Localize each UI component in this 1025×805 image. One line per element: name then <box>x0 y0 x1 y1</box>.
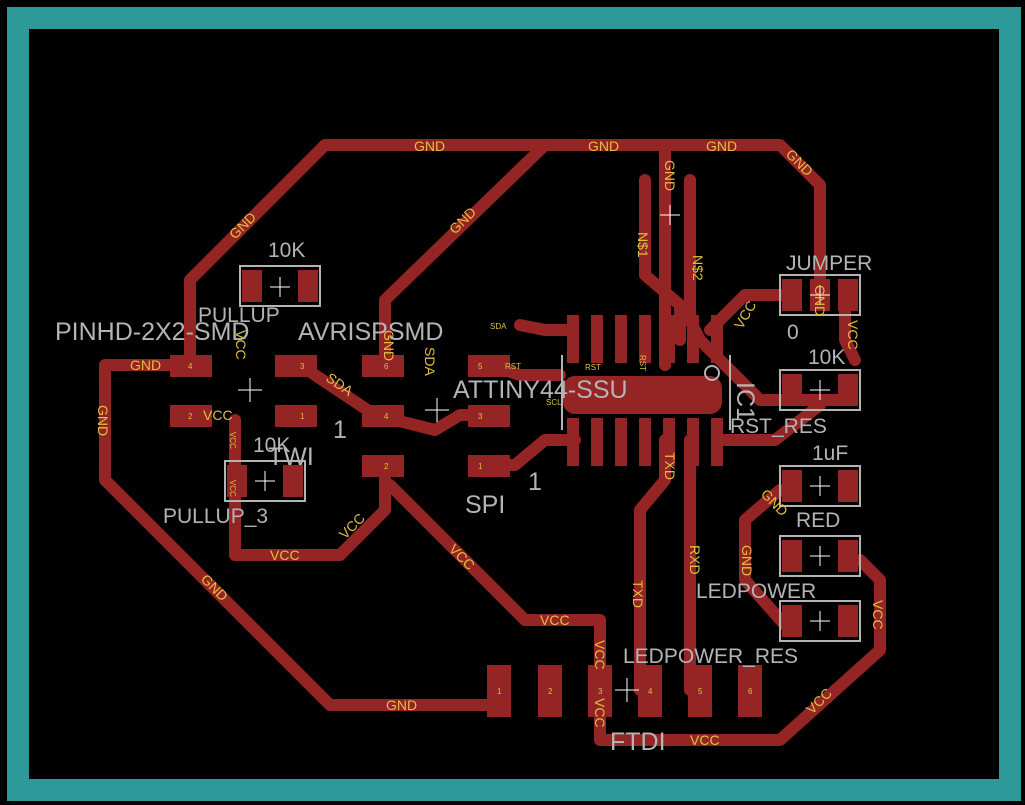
net-vcc: VCC <box>540 612 570 628</box>
part-outlines <box>224 265 861 642</box>
net-scl: SCL <box>546 398 562 407</box>
led-red-label: RED <box>796 509 840 532</box>
ledpower-res-label: LEDPOWER_RES <box>623 645 798 668</box>
res-value-label: 10K <box>808 346 845 369</box>
pin1-marker: 1 <box>333 416 347 444</box>
pad-numbers: 4 3 2 1 6 4 2 5 3 1 1 2 3 4 5 6 <box>188 362 753 696</box>
net-vcc: VCC <box>228 432 237 449</box>
net-vcc: VCC <box>592 698 608 728</box>
pad-num: 1 <box>300 412 305 421</box>
attiny-label: ATTINY44-SSU <box>453 376 628 404</box>
net-txd: TXD <box>630 580 646 608</box>
pad-num: 4 <box>384 412 389 421</box>
ftdi-label: FTDI <box>610 728 666 756</box>
pinhd-label: PINHD-2X2-SMD <box>55 318 249 346</box>
board-outline <box>7 7 1021 801</box>
pullup3-label: PULLUP_3 <box>163 505 268 528</box>
jumper-value: 0 <box>787 321 799 344</box>
pad-num: 4 <box>648 687 653 696</box>
net-vcc: VCC <box>203 407 233 423</box>
pad-num: 4 <box>188 362 193 371</box>
net-vcc: VCC <box>690 732 720 748</box>
net-gnd: GND <box>414 138 445 154</box>
net-gnd: GND <box>130 357 161 373</box>
pad-num: 6 <box>384 362 389 371</box>
net-ns2: N$2 <box>690 255 706 281</box>
pin1-marker: 1 <box>528 468 542 496</box>
net-gnd: GND <box>588 138 619 154</box>
net-vcc: VCC <box>870 600 886 630</box>
net-rst: RST <box>585 363 601 372</box>
spi-label: SPI <box>465 491 505 519</box>
pad-num: 2 <box>548 687 553 696</box>
net-vcc: VCC <box>233 330 249 360</box>
pad-num: 3 <box>478 412 483 421</box>
pad-num: 2 <box>188 412 193 421</box>
pad-num: 1 <box>497 687 502 696</box>
ledpower-label: LEDPOWER <box>696 580 816 603</box>
net-sda: SDA <box>422 347 438 376</box>
net-gnd: GND <box>386 697 417 713</box>
net-gnd: GND <box>662 160 678 191</box>
net-gnd: GND <box>381 330 397 361</box>
cap-value-label: 1uF <box>812 442 848 465</box>
net-vcc: VCC <box>592 640 608 670</box>
smd-pads <box>170 270 858 717</box>
res-value-label: 10K <box>268 239 305 262</box>
twi-label: TWI <box>268 443 314 471</box>
pad-num: 5 <box>478 362 483 371</box>
net-vcc: VCC <box>270 547 300 563</box>
rst-res-label: RST_RES <box>730 415 827 438</box>
net-rst: RST <box>505 362 521 371</box>
origin-markers <box>238 205 830 702</box>
net-rst: RST <box>638 355 647 371</box>
net-sda: SDA <box>490 322 507 331</box>
pad-num: 3 <box>300 362 305 371</box>
net-vcc: VCC <box>845 320 861 350</box>
pad-num: 5 <box>698 687 703 696</box>
net-vcc: VCC <box>228 480 237 497</box>
pad-num: 6 <box>748 687 753 696</box>
net-gnd: GND <box>812 285 828 316</box>
avrisp-label: AVRISPSMD <box>298 318 443 346</box>
net-rxd: RXD <box>687 545 703 575</box>
pad-num: 3 <box>598 687 603 696</box>
res-value-label: 10K <box>253 434 290 457</box>
jumper-label: JUMPER <box>786 252 872 275</box>
net-gnd: GND <box>739 545 755 576</box>
net-gnd: GND <box>95 405 111 436</box>
net-ns1: N$1 <box>635 232 651 258</box>
net-gnd: GND <box>706 138 737 154</box>
pad-num: 2 <box>384 462 389 471</box>
silkscreen-labels: 10K PULLUP PINHD-2X2-SMD AVRISPSMD ATTIN… <box>55 239 872 756</box>
pullup-label: PULLUP <box>198 304 280 327</box>
pad-num: 1 <box>478 462 483 471</box>
ic1-label: IC1 <box>731 382 759 421</box>
net-txd: TXD <box>662 452 678 480</box>
